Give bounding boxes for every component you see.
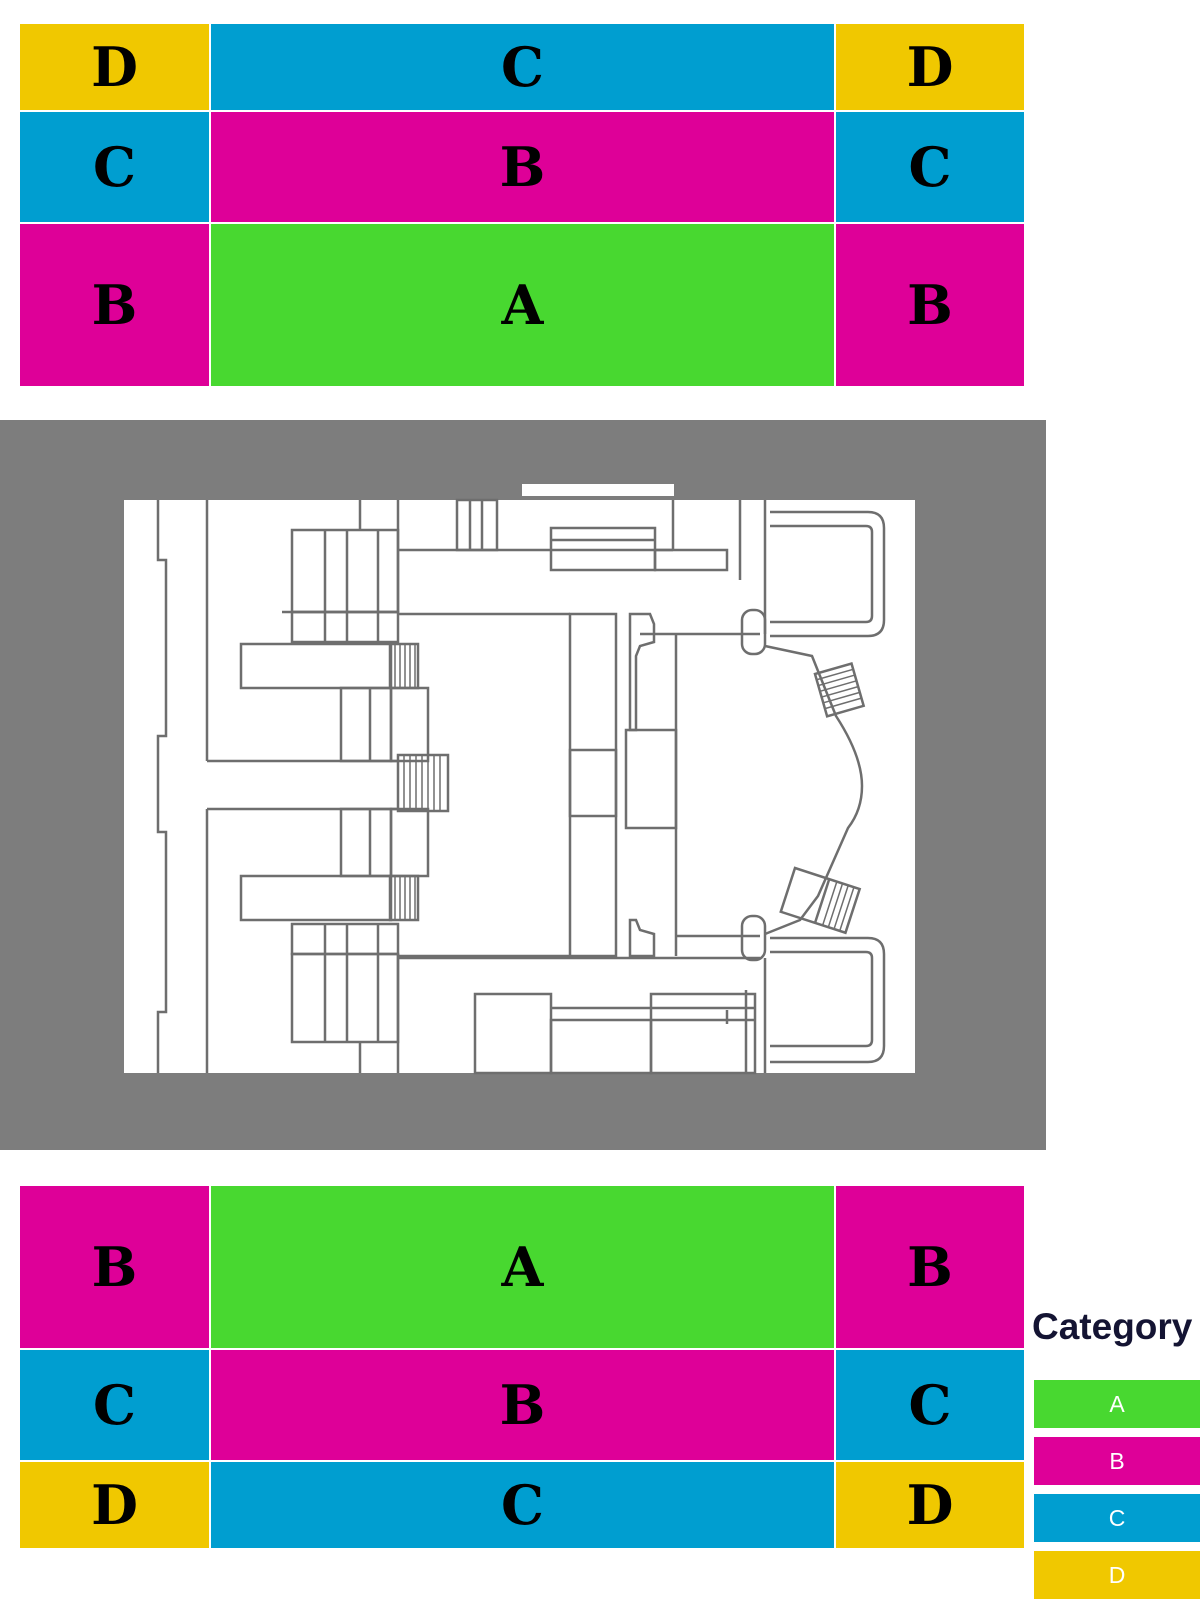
legend-item-b[interactable]: B — [1034, 1437, 1200, 1485]
seat-block-top-left-b[interactable]: B — [20, 224, 209, 386]
seat-block-bottom-left-d[interactable]: D — [20, 1462, 209, 1548]
seat-block-top-right-c[interactable]: C — [836, 112, 1024, 222]
stage-top-strip — [522, 484, 674, 496]
stage-plan-lines — [156, 498, 886, 1075]
seat-block-bottom-right-b[interactable]: B — [836, 1186, 1024, 1348]
seat-block-bottom-left-c[interactable]: C — [20, 1350, 209, 1460]
seat-block-top-center-b[interactable]: B — [211, 112, 834, 222]
seat-block-bottom-right-d[interactable]: D — [836, 1462, 1024, 1548]
seat-block-top-center-a[interactable]: A — [211, 224, 834, 386]
seat-block-top-left-c[interactable]: C — [20, 112, 209, 222]
seat-block-bottom-right-c[interactable]: C — [836, 1350, 1024, 1460]
seat-block-bottom-center-a[interactable]: A — [211, 1186, 834, 1348]
legend-item-c[interactable]: C — [1034, 1494, 1200, 1542]
legend-item-a[interactable]: A — [1034, 1380, 1200, 1428]
seat-block-bottom-center-c[interactable]: C — [211, 1462, 834, 1548]
seat-block-bottom-left-b[interactable]: B — [20, 1186, 209, 1348]
stage-floor — [124, 500, 915, 1073]
seat-block-top-left-d[interactable]: D — [20, 24, 209, 110]
legend-title: Category — [1032, 1306, 1193, 1347]
legend-item-d[interactable]: D — [1034, 1551, 1200, 1599]
stage-plan-drawing — [0, 420, 1046, 1150]
stage-floor-plan — [0, 420, 1046, 1150]
seat-block-top-right-d[interactable]: D — [836, 24, 1024, 110]
seat-block-bottom-center-b[interactable]: B — [211, 1350, 834, 1460]
seat-block-top-center-c[interactable]: C — [211, 24, 834, 110]
seat-block-top-right-b[interactable]: B — [836, 224, 1024, 386]
